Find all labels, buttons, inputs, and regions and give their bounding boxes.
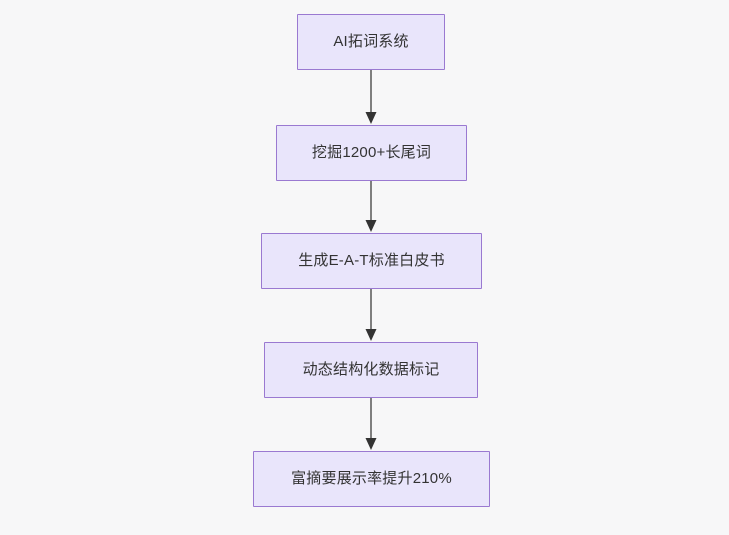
arrowhead-icon <box>365 220 377 232</box>
flowchart-node-generate-eat-whitepaper[interactable]: 生成E-A-T标准白皮书 <box>261 233 482 289</box>
edge-n3-n4 <box>365 289 377 341</box>
node-label: 富摘要展示率提升210% <box>291 470 452 487</box>
flowchart-node-ai-keyword-system[interactable]: AI拓词系统 <box>297 14 445 70</box>
node-label: 挖掘1200+长尾词 <box>311 144 432 161</box>
flowchart-node-rich-snippet-impression-lift[interactable]: 富摘要展示率提升210% <box>253 451 490 507</box>
flowchart-node-dynamic-structured-data-markup[interactable]: 动态结构化数据标记 <box>264 342 478 398</box>
node-label: 生成E-A-T标准白皮书 <box>298 252 445 269</box>
arrowhead-icon <box>365 329 377 341</box>
flowchart-node-mine-longtail-keywords[interactable]: 挖掘1200+长尾词 <box>276 125 467 181</box>
node-label: AI拓词系统 <box>333 33 409 50</box>
arrowhead-icon <box>365 112 377 124</box>
edge-n4-n5 <box>365 398 377 450</box>
node-label: 动态结构化数据标记 <box>302 361 440 378</box>
edge-n2-n3 <box>365 181 377 232</box>
arrowhead-icon <box>365 438 377 450</box>
edge-n1-n2 <box>365 70 377 124</box>
